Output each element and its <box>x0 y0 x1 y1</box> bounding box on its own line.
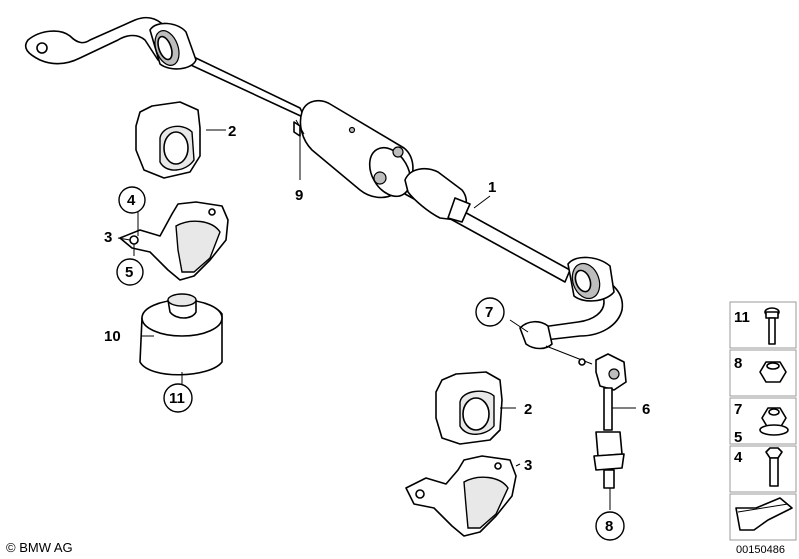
svg-text:5: 5 <box>125 264 133 281</box>
bracket-lower[interactable] <box>405 455 517 537</box>
svg-text:4: 4 <box>127 192 136 209</box>
callout-6: 6 <box>642 401 650 418</box>
hex-bolt-icon <box>765 447 783 487</box>
legend-number-4: 4 <box>734 449 743 466</box>
collar-nut-icon <box>759 407 789 436</box>
bar-bushing-left[interactable] <box>149 22 197 70</box>
callout-3-lower: 3 <box>524 457 532 474</box>
callout-10: 10 <box>104 328 121 345</box>
stabilizer-actuator[interactable] <box>293 99 471 223</box>
legend-number-7: 7 <box>734 401 742 418</box>
svg-text:3: 3 <box>104 229 112 246</box>
legend-number-5: 5 <box>734 429 742 446</box>
bar-bushing-right[interactable] <box>567 256 615 302</box>
leader-lines <box>117 129 636 510</box>
callout-7: 7 <box>475 297 505 327</box>
svg-text:3: 3 <box>524 457 532 474</box>
svg-text:9: 9 <box>295 187 303 204</box>
nut-icon <box>759 361 787 383</box>
copyright-text: © BMW AG <box>6 540 73 555</box>
bushing-lower[interactable] <box>435 371 503 445</box>
stabilizer-bar[interactable] <box>24 16 624 350</box>
svg-text:6: 6 <box>642 401 650 418</box>
svg-text:2: 2 <box>228 123 236 140</box>
svg-text:10: 10 <box>104 328 121 345</box>
link-rod[interactable] <box>545 345 627 489</box>
svg-text:1: 1 <box>488 179 496 196</box>
bolt-icon <box>764 307 780 345</box>
bracket-upper-left[interactable] <box>119 201 229 281</box>
document-number: 00150486 <box>736 544 785 556</box>
svg-text:7: 7 <box>485 304 493 321</box>
callout-3-upper: 3 <box>104 229 112 246</box>
bushing-upper-left[interactable] <box>135 101 201 179</box>
legend-number-8: 8 <box>734 355 742 372</box>
svg-text:2: 2 <box>524 401 532 418</box>
callout-1: 1 <box>488 179 496 196</box>
callout-8: 8 <box>595 511 625 541</box>
legend-cell-11 <box>729 301 797 349</box>
callout-2-lower: 2 <box>524 401 532 418</box>
fastener-legend: 11 8 7 5 4 <box>729 301 797 541</box>
callout-2-upper: 2 <box>228 123 236 140</box>
direction-arrow-icon <box>735 497 793 531</box>
rubber-mount[interactable] <box>139 293 223 376</box>
svg-text:8: 8 <box>605 518 613 535</box>
callout-5: 5 <box>116 258 144 286</box>
legend-cell-4 <box>729 445 797 493</box>
callout-9: 9 <box>295 187 303 204</box>
callout-11: 11 <box>163 383 193 413</box>
callout-4: 4 <box>118 186 146 214</box>
legend-number-11: 11 <box>734 309 750 326</box>
svg-text:11: 11 <box>169 390 185 407</box>
